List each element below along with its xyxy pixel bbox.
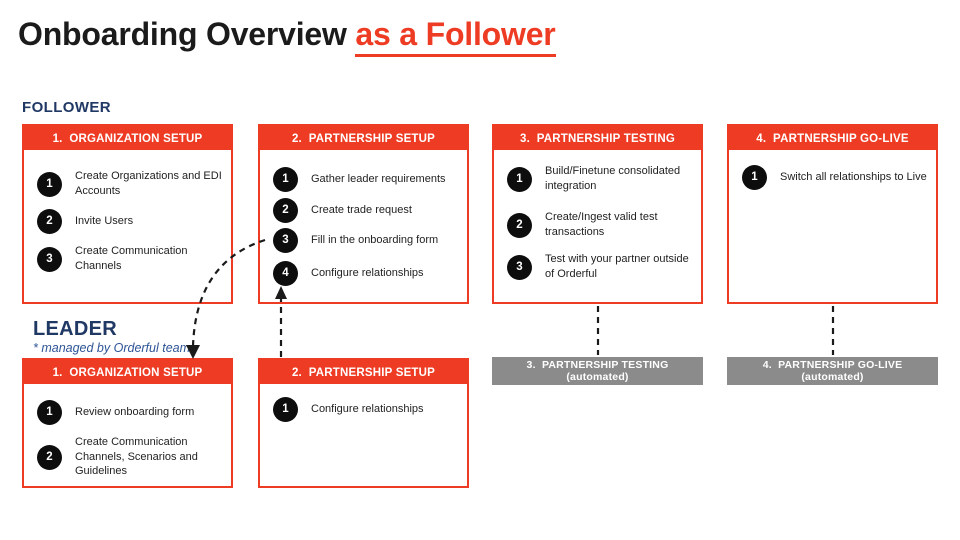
follower-box-organization-setup: 1. ORGANIZATION SETUP 1 Create Organizat… xyxy=(22,124,233,304)
box-header: 1. ORGANIZATION SETUP xyxy=(24,360,231,386)
automated-box-subtitle: (automated) xyxy=(801,371,864,383)
follower-box-partnership-golive: 4. PARTNERSHIP GO-LIVE 1 Switch all rela… xyxy=(727,124,938,304)
box-header: 4. PARTNERSHIP GO-LIVE xyxy=(729,126,936,152)
follower-box-partnership-testing: 3. PARTNERSHIP TESTING 1 Build/Finetune … xyxy=(492,124,703,304)
step-item: 1 Build/Finetune consolidated integratio… xyxy=(507,162,695,196)
step-label: Create Organizations and EDI Accounts xyxy=(75,170,222,197)
step-item: 2 Create trade request xyxy=(273,193,461,227)
page-title: Onboarding Overview as a Follower xyxy=(18,16,556,57)
automated-box-title: 3. PARTNERSHIP TESTING xyxy=(526,359,669,371)
step-item: 2 Create/Ingest valid test transactions xyxy=(507,208,695,242)
box-header: 2. PARTNERSHIP SETUP xyxy=(260,360,467,386)
step-number-badge: 2 xyxy=(507,212,532,238)
step-number-badge: 2 xyxy=(273,197,298,223)
box-header: 3. PARTNERSHIP TESTING xyxy=(494,126,701,152)
step-label: Create/Ingest valid test transactions xyxy=(545,211,658,238)
automated-box-subtitle: (automated) xyxy=(566,371,629,383)
step-label: Configure relationships xyxy=(311,402,424,415)
step-label: Create trade request xyxy=(311,203,412,216)
follower-lane-label: FOLLOWER xyxy=(22,99,112,116)
step-number-badge: 4 xyxy=(273,260,298,286)
step-number-badge: 1 xyxy=(37,171,62,197)
box-header: 2. PARTNERSHIP SETUP xyxy=(260,126,467,152)
step-item: 2 Invite Users xyxy=(37,204,225,238)
step-number-badge: 2 xyxy=(37,444,62,470)
step-label: Switch all relationships to Live xyxy=(780,170,927,183)
step-number-badge: 2 xyxy=(37,208,62,234)
automated-box-partnership-golive: 4. PARTNERSHIP GO-LIVE (automated) xyxy=(727,357,938,385)
step-label: Review onboarding form xyxy=(75,405,195,418)
step-item: 1 Switch all relationships to Live xyxy=(742,160,930,194)
automated-box-title: 4. PARTNERSHIP GO-LIVE xyxy=(762,359,903,371)
step-number-badge: 1 xyxy=(742,164,767,190)
step-item: 1 Create Organizations and EDI Accounts xyxy=(37,167,225,201)
step-label: Gather leader requirements xyxy=(311,172,446,185)
step-item: 1 Gather leader requirements xyxy=(273,162,461,196)
step-label: Create Communication Channels, Scenarios… xyxy=(75,436,198,478)
step-label: Fill in the onboarding form xyxy=(311,233,439,246)
step-label: Configure relationships xyxy=(311,266,424,279)
step-item: 2 Create Communication Channels, Scenari… xyxy=(37,433,225,481)
step-number-badge: 1 xyxy=(37,399,62,425)
step-label: Create Communication Channels xyxy=(75,245,188,272)
step-item: 1 Review onboarding form xyxy=(37,395,225,429)
step-item: 3 Test with your partner outside of Orde… xyxy=(507,250,695,284)
leader-box-organization-setup: 1. ORGANIZATION SETUP 1 Review onboardin… xyxy=(22,358,233,488)
step-label: Test with your partner outside of Orderf… xyxy=(545,253,689,280)
step-number-badge: 3 xyxy=(37,246,62,272)
step-label: Invite Users xyxy=(75,214,134,227)
title-highlight: as a Follower xyxy=(355,16,556,57)
step-number-badge: 1 xyxy=(507,166,532,192)
leader-box-partnership-setup: 2. PARTNERSHIP SETUP 1 Configure relatio… xyxy=(258,358,469,488)
leader-lane-note: * managed by Orderful team xyxy=(33,341,191,355)
follower-box-partnership-setup: 2. PARTNERSHIP SETUP 1 Gather leader req… xyxy=(258,124,469,304)
step-item: 1 Configure relationships xyxy=(273,392,461,426)
box-header: 1. ORGANIZATION SETUP xyxy=(24,126,231,152)
step-number-badge: 3 xyxy=(507,254,532,280)
step-number-badge: 3 xyxy=(273,227,298,253)
title-text: Onboarding Overview xyxy=(18,16,356,52)
step-number-badge: 1 xyxy=(273,166,298,192)
step-item: 3 Create Communication Channels xyxy=(37,242,225,276)
leader-lane-label: LEADER xyxy=(33,318,118,340)
step-number-badge: 1 xyxy=(273,396,298,422)
step-item: 3 Fill in the onboarding form xyxy=(273,223,461,257)
step-item: 4 Configure relationships xyxy=(273,256,461,290)
automated-box-partnership-testing: 3. PARTNERSHIP TESTING (automated) xyxy=(492,357,703,385)
step-label: Build/Finetune consolidated integration xyxy=(545,165,681,192)
